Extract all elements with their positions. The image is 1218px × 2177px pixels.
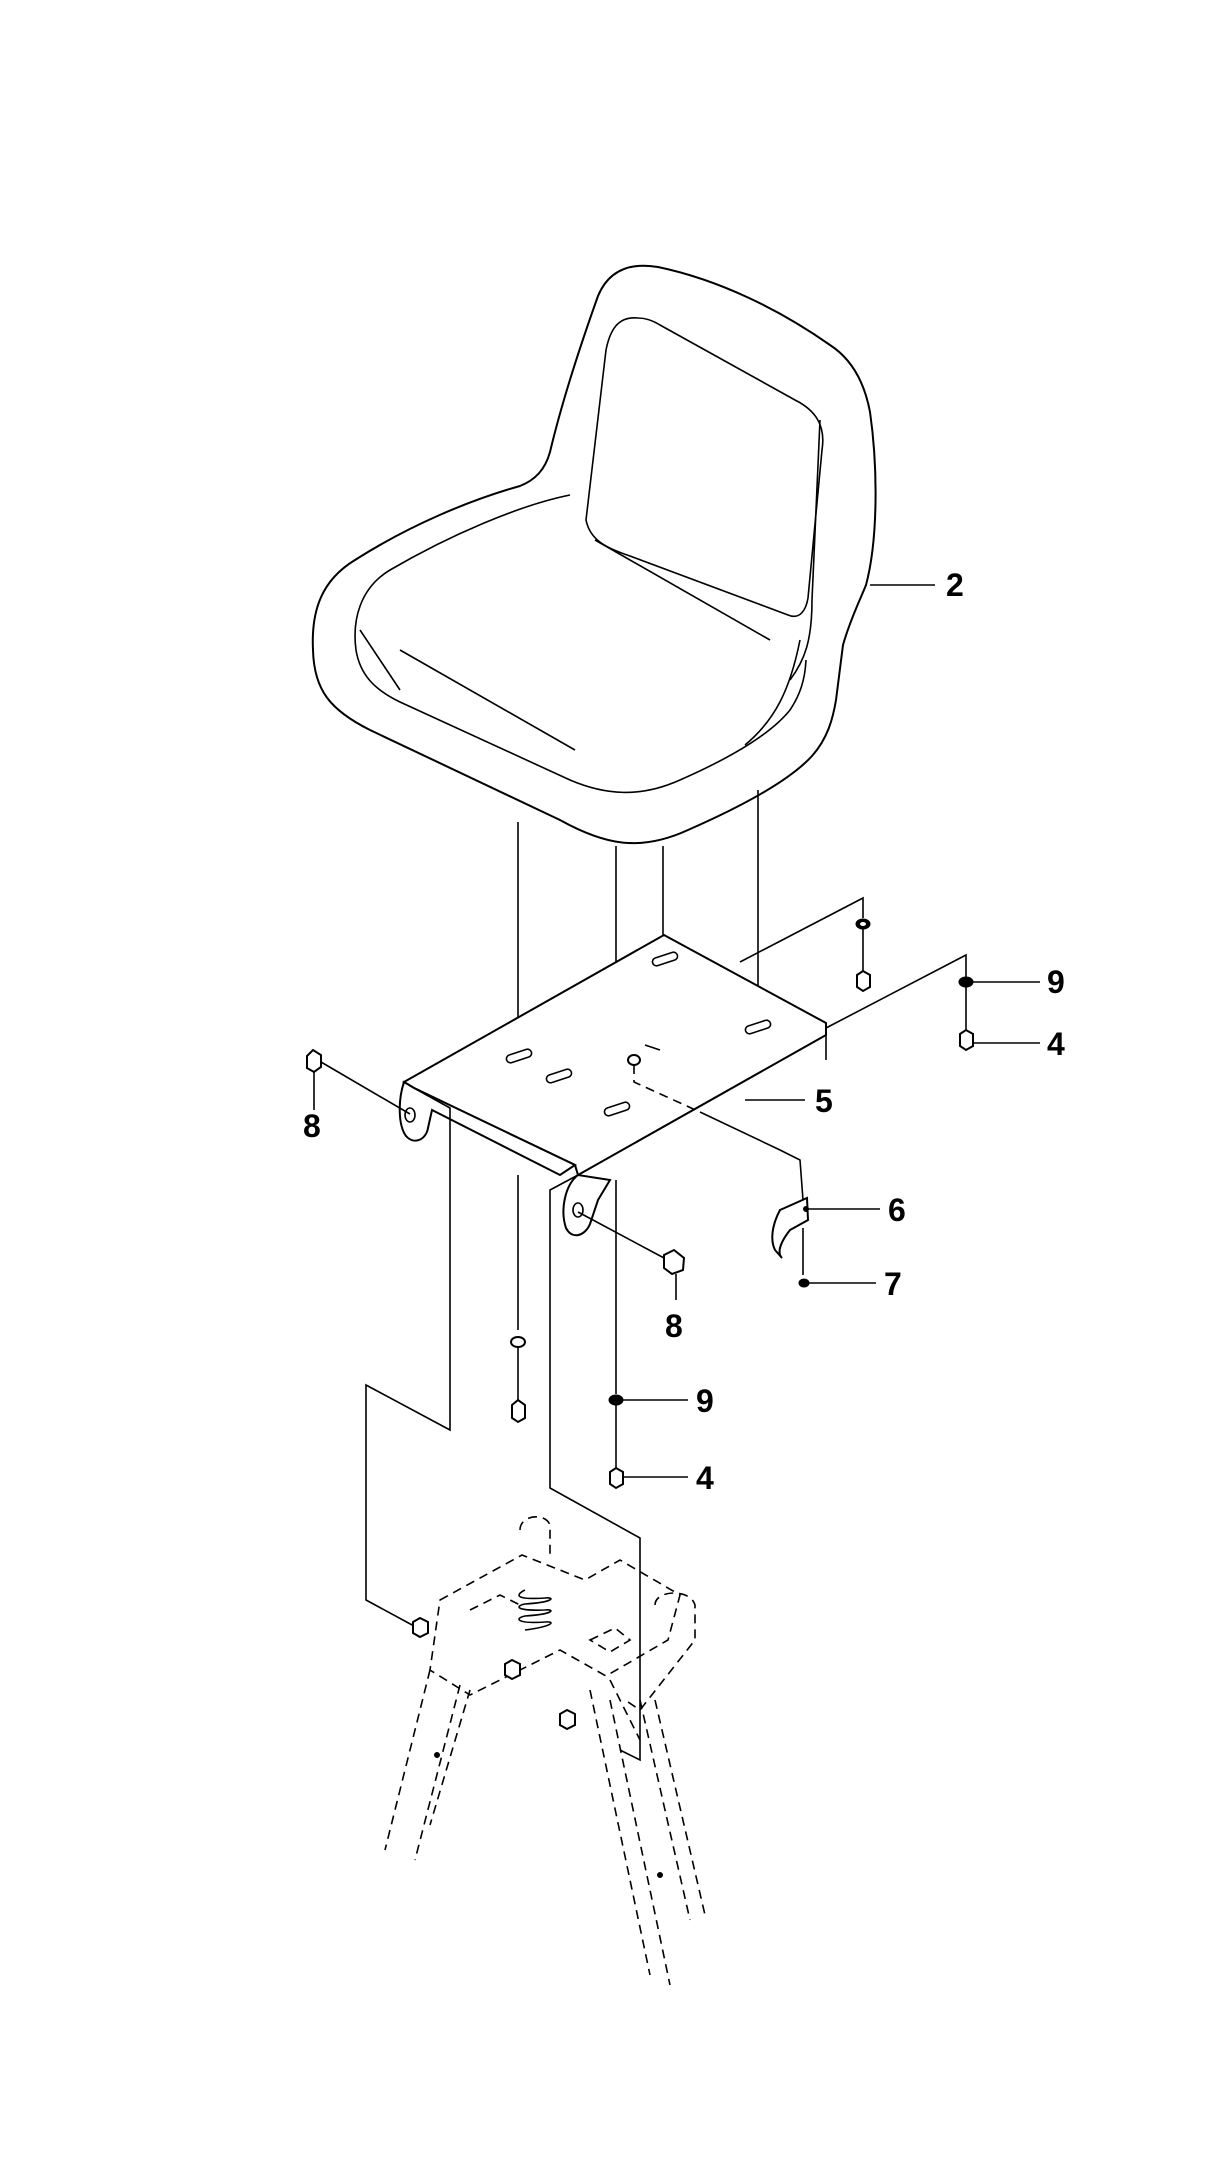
screw-lower: [609, 1466, 688, 1490]
seat-mounting-plate: [398, 933, 827, 1237]
lower-left-hardware: [510, 1175, 526, 1424]
washer-lower: [608, 1180, 688, 1470]
callout-7: 7: [884, 1266, 902, 1302]
seat-frame-ghost: [384, 1516, 706, 1986]
callout-9-right: 9: [1047, 964, 1065, 1000]
washer-upper-right: [855, 918, 871, 993]
callout-4-lower: 4: [696, 1460, 714, 1496]
clip-guide-line: [633, 1065, 701, 1113]
bolt-mid: [577, 1211, 686, 1300]
bolt-left: [306, 1048, 411, 1115]
callout-5: 5: [815, 1083, 833, 1119]
callout-8-left: 8: [303, 1108, 321, 1144]
callout-8-mid: 8: [665, 1308, 683, 1344]
switch-clip: [771, 1196, 880, 1259]
washer-right: [958, 976, 1040, 1030]
callout-9-lower: 9: [696, 1383, 714, 1419]
callout-2: 2: [946, 567, 964, 603]
seat: [311, 264, 935, 845]
screw-right: [959, 1028, 1040, 1052]
frame-routing-lines: [365, 1087, 641, 1762]
small-screw: [798, 1228, 876, 1288]
right-hardware-guide: [739, 896, 967, 1029]
callout-6: 6: [888, 1192, 906, 1228]
callout-4-right: 4: [1047, 1026, 1065, 1062]
